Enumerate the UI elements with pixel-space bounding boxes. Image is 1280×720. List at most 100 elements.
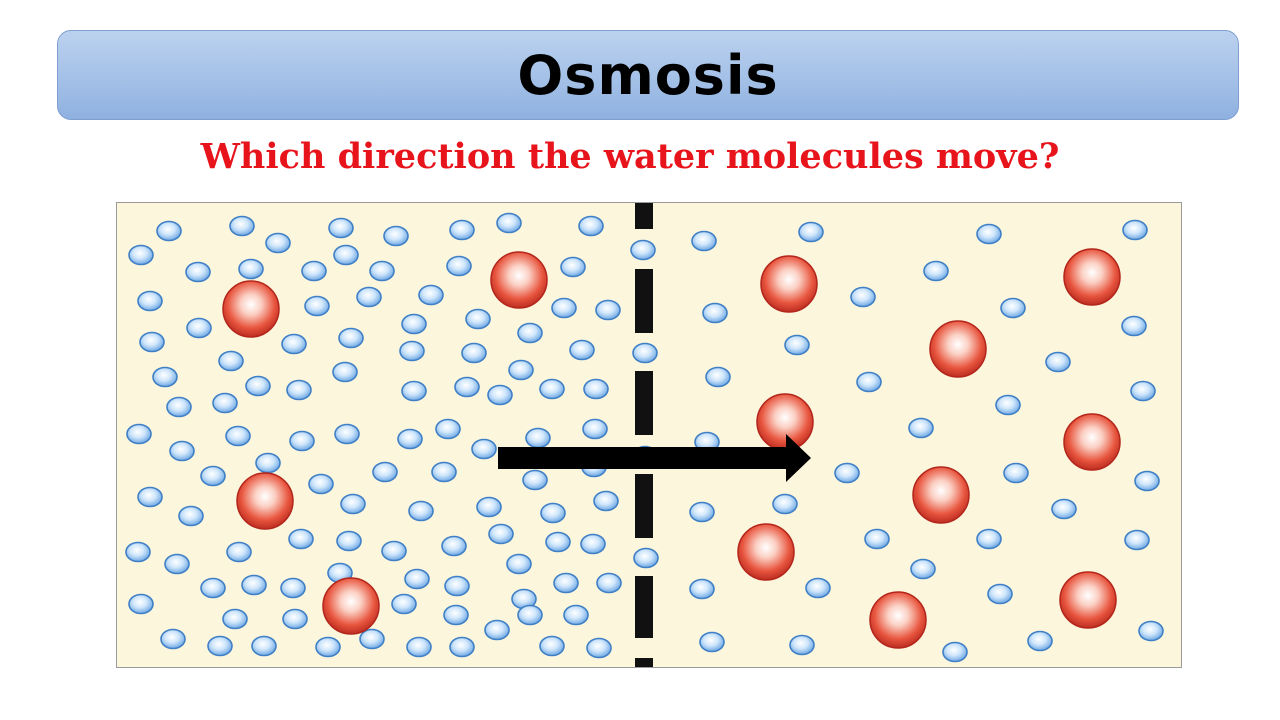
water-molecule (908, 417, 934, 439)
question-text: Which direction the water molecules move… (200, 136, 1060, 177)
water-molecule (418, 284, 444, 306)
solute-molecule (756, 393, 814, 451)
water-molecule (356, 286, 382, 308)
water-molecule (923, 260, 949, 282)
water-molecule (446, 255, 472, 277)
membrane-segment (635, 371, 653, 435)
water-molecule (406, 636, 432, 658)
water-molecule (630, 239, 656, 261)
water-molecule (401, 380, 427, 402)
water-molecule (560, 256, 586, 278)
water-molecule (200, 465, 226, 487)
water-molecule (185, 261, 211, 283)
water-molecule (1138, 620, 1164, 642)
water-molecule (1027, 630, 1053, 652)
water-molecule (332, 361, 358, 383)
water-molecule (178, 505, 204, 527)
water-molecule (245, 375, 271, 397)
osmosis-illustration (125, 203, 1164, 667)
water-molecule (315, 636, 341, 658)
water-molecule (359, 628, 385, 650)
title-banner: Osmosis (57, 30, 1239, 120)
water-molecule (288, 528, 314, 550)
water-molecule (369, 260, 395, 282)
water-molecule (784, 334, 810, 356)
water-molecule (126, 423, 152, 445)
solute-molecule (1059, 571, 1117, 629)
water-molecule (540, 502, 566, 524)
water-molecule (226, 541, 252, 563)
water-molecule (301, 260, 327, 282)
water-molecule (334, 423, 360, 445)
water-molecule (1122, 219, 1148, 241)
water-molecule (987, 583, 1013, 605)
water-molecule (508, 359, 534, 381)
water-molecule (372, 461, 398, 483)
solute-molecule (760, 255, 818, 313)
water-molecule (444, 575, 470, 597)
water-molecule (553, 572, 579, 594)
water-molecule (484, 619, 510, 641)
water-molecule (864, 528, 890, 550)
water-molecule (238, 258, 264, 280)
water-molecule (289, 430, 315, 452)
water-molecule (976, 528, 1002, 550)
water-molecule (789, 634, 815, 656)
water-molecule (471, 438, 497, 460)
water-molecule (381, 540, 407, 562)
water-molecule (1121, 315, 1147, 337)
membrane-segment (635, 474, 653, 538)
water-molecule (340, 493, 366, 515)
membrane-segment (635, 269, 653, 333)
water-molecule (517, 604, 543, 626)
water-molecule (391, 593, 417, 615)
water-molecule (137, 290, 163, 312)
water-molecule (476, 496, 502, 518)
water-molecule (222, 608, 248, 630)
water-molecule (522, 469, 548, 491)
water-molecule (705, 366, 731, 388)
water-molecule (304, 295, 330, 317)
membrane-segment (635, 203, 653, 229)
water-molecule (399, 340, 425, 362)
water-molecule (583, 378, 609, 400)
water-molecule (699, 631, 725, 653)
water-molecule (435, 418, 461, 440)
solute-molecule (1063, 248, 1121, 306)
water-molecule (856, 371, 882, 393)
water-molecule (383, 225, 409, 247)
water-molecule (128, 593, 154, 615)
solute-molecule (869, 591, 927, 649)
water-molecule (225, 425, 251, 447)
water-molecule (164, 553, 190, 575)
water-molecule (496, 212, 522, 234)
water-molecule (169, 440, 195, 462)
water-molecule (702, 302, 728, 324)
water-molecule (137, 486, 163, 508)
water-molecule (539, 635, 565, 657)
water-molecule (689, 578, 715, 600)
water-molecule (241, 574, 267, 596)
water-molecule (525, 427, 551, 449)
water-molecule (401, 313, 427, 335)
water-molecule (850, 286, 876, 308)
water-molecule (691, 230, 717, 252)
water-molecule (539, 378, 565, 400)
water-molecule (545, 531, 571, 553)
water-molecule (596, 572, 622, 594)
water-molecule (1130, 380, 1156, 402)
water-molecule (408, 500, 434, 522)
water-molecule (465, 308, 491, 330)
water-molecule (441, 535, 467, 557)
water-molecule (633, 547, 659, 569)
membrane-segment (635, 576, 653, 638)
water-molecule (593, 490, 619, 512)
water-molecule (580, 533, 606, 555)
water-molecule (488, 523, 514, 545)
water-molecule (578, 215, 604, 237)
water-molecule (551, 297, 577, 319)
water-molecule (586, 637, 612, 659)
water-molecule (282, 608, 308, 630)
water-molecule (207, 635, 233, 657)
